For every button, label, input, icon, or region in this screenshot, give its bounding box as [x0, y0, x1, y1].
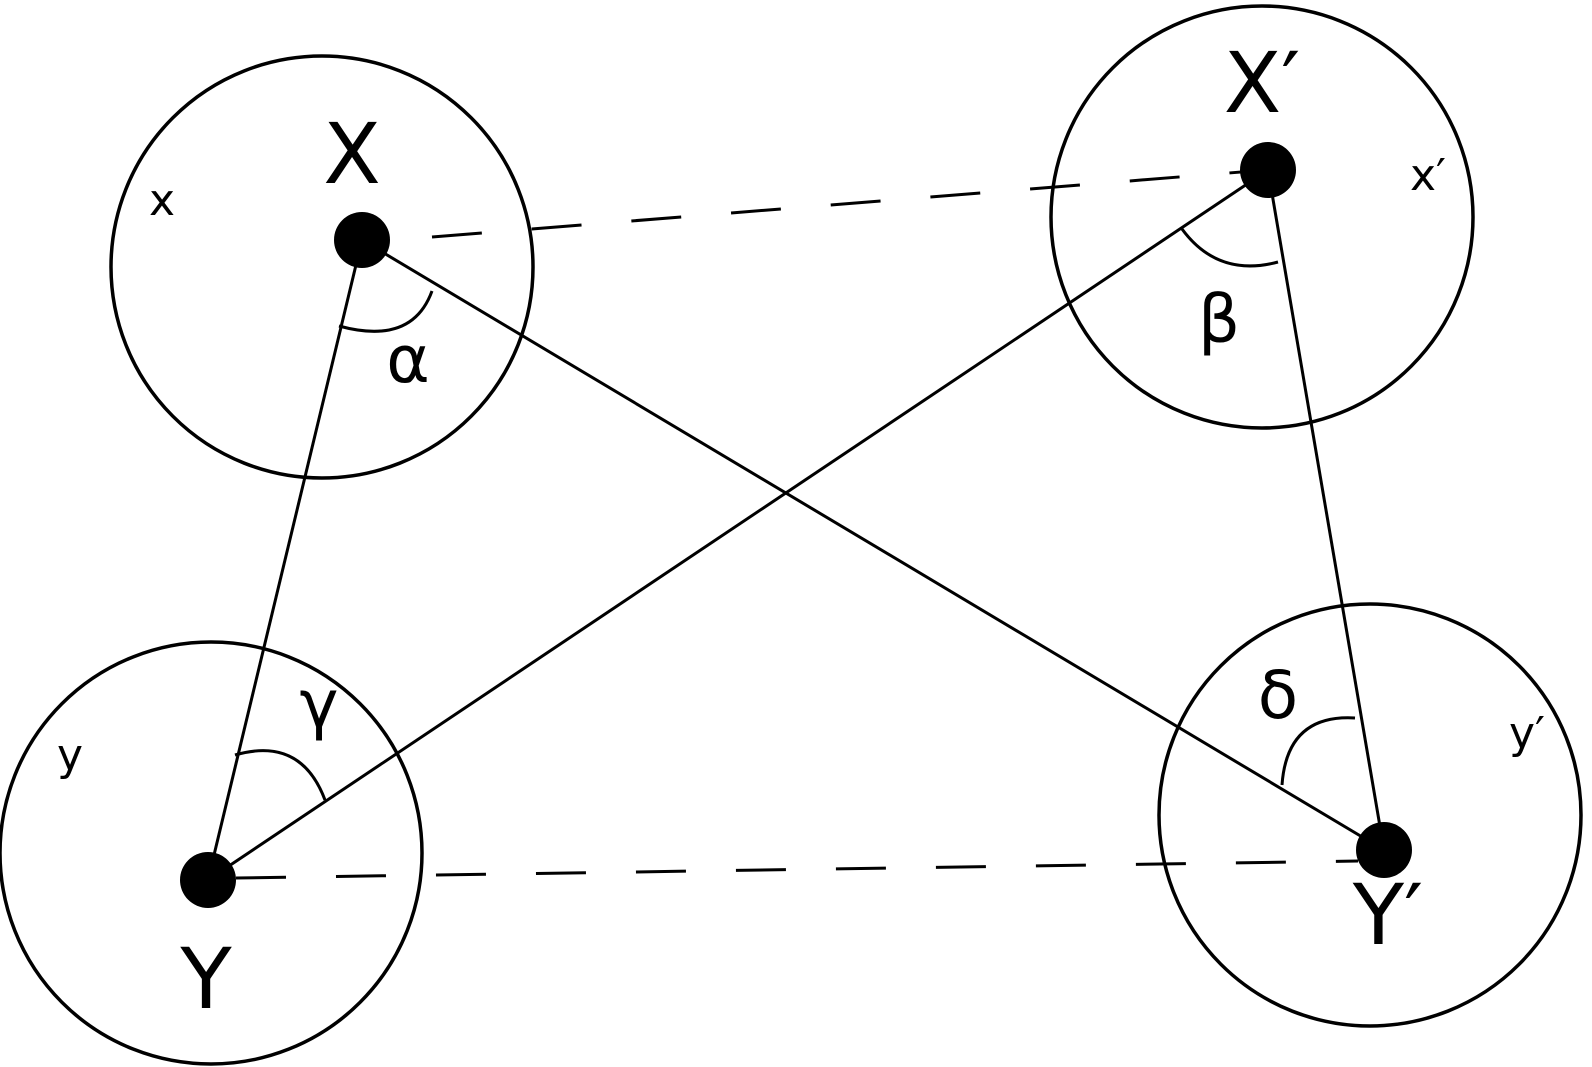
point-x-dot: [334, 212, 390, 268]
point-x-prime-dot: [1240, 142, 1296, 198]
label-region-y: y: [57, 730, 83, 781]
circle-y-prime: [1157, 602, 1583, 1028]
dashed-line-y-to-y-prime: [235, 859, 1359, 880]
angle-arc-gamma: [234, 749, 327, 801]
label-angle-gamma: γ: [299, 666, 338, 743]
line-x-prime-to-y-prime: [1266, 169, 1386, 851]
label-angle-beta: β: [1198, 281, 1240, 358]
line-x-prime-to-y: [207, 168, 1269, 882]
angle-arc-beta: [1180, 228, 1279, 268]
circle-x-prime: [1049, 4, 1475, 430]
label-angle-delta: δ: [1258, 657, 1298, 734]
circle-y: [0, 640, 424, 1066]
label-region-x: x: [149, 175, 175, 226]
label-region-x-prime: x′: [1410, 150, 1446, 201]
point-y-prime-dot: [1356, 822, 1412, 878]
point-y-dot: [180, 852, 236, 908]
dashed-line-x-to-x-prime: [431, 168, 1267, 239]
angle-arc-delta: [1280, 716, 1356, 786]
line-x-to-y: [206, 239, 364, 881]
label-point-y-prime: Y′: [1352, 866, 1423, 964]
label-point-x-prime: X′: [1224, 34, 1301, 132]
angle-arc-alpha: [338, 290, 434, 333]
line-x-to-y-prime: [361, 238, 1385, 852]
circle-x: [109, 54, 535, 480]
label-point-x: X: [323, 105, 381, 203]
label-region-y-prime: y′: [1509, 708, 1545, 759]
label-angle-alpha: α: [386, 321, 430, 398]
label-point-y: Y: [179, 930, 232, 1028]
